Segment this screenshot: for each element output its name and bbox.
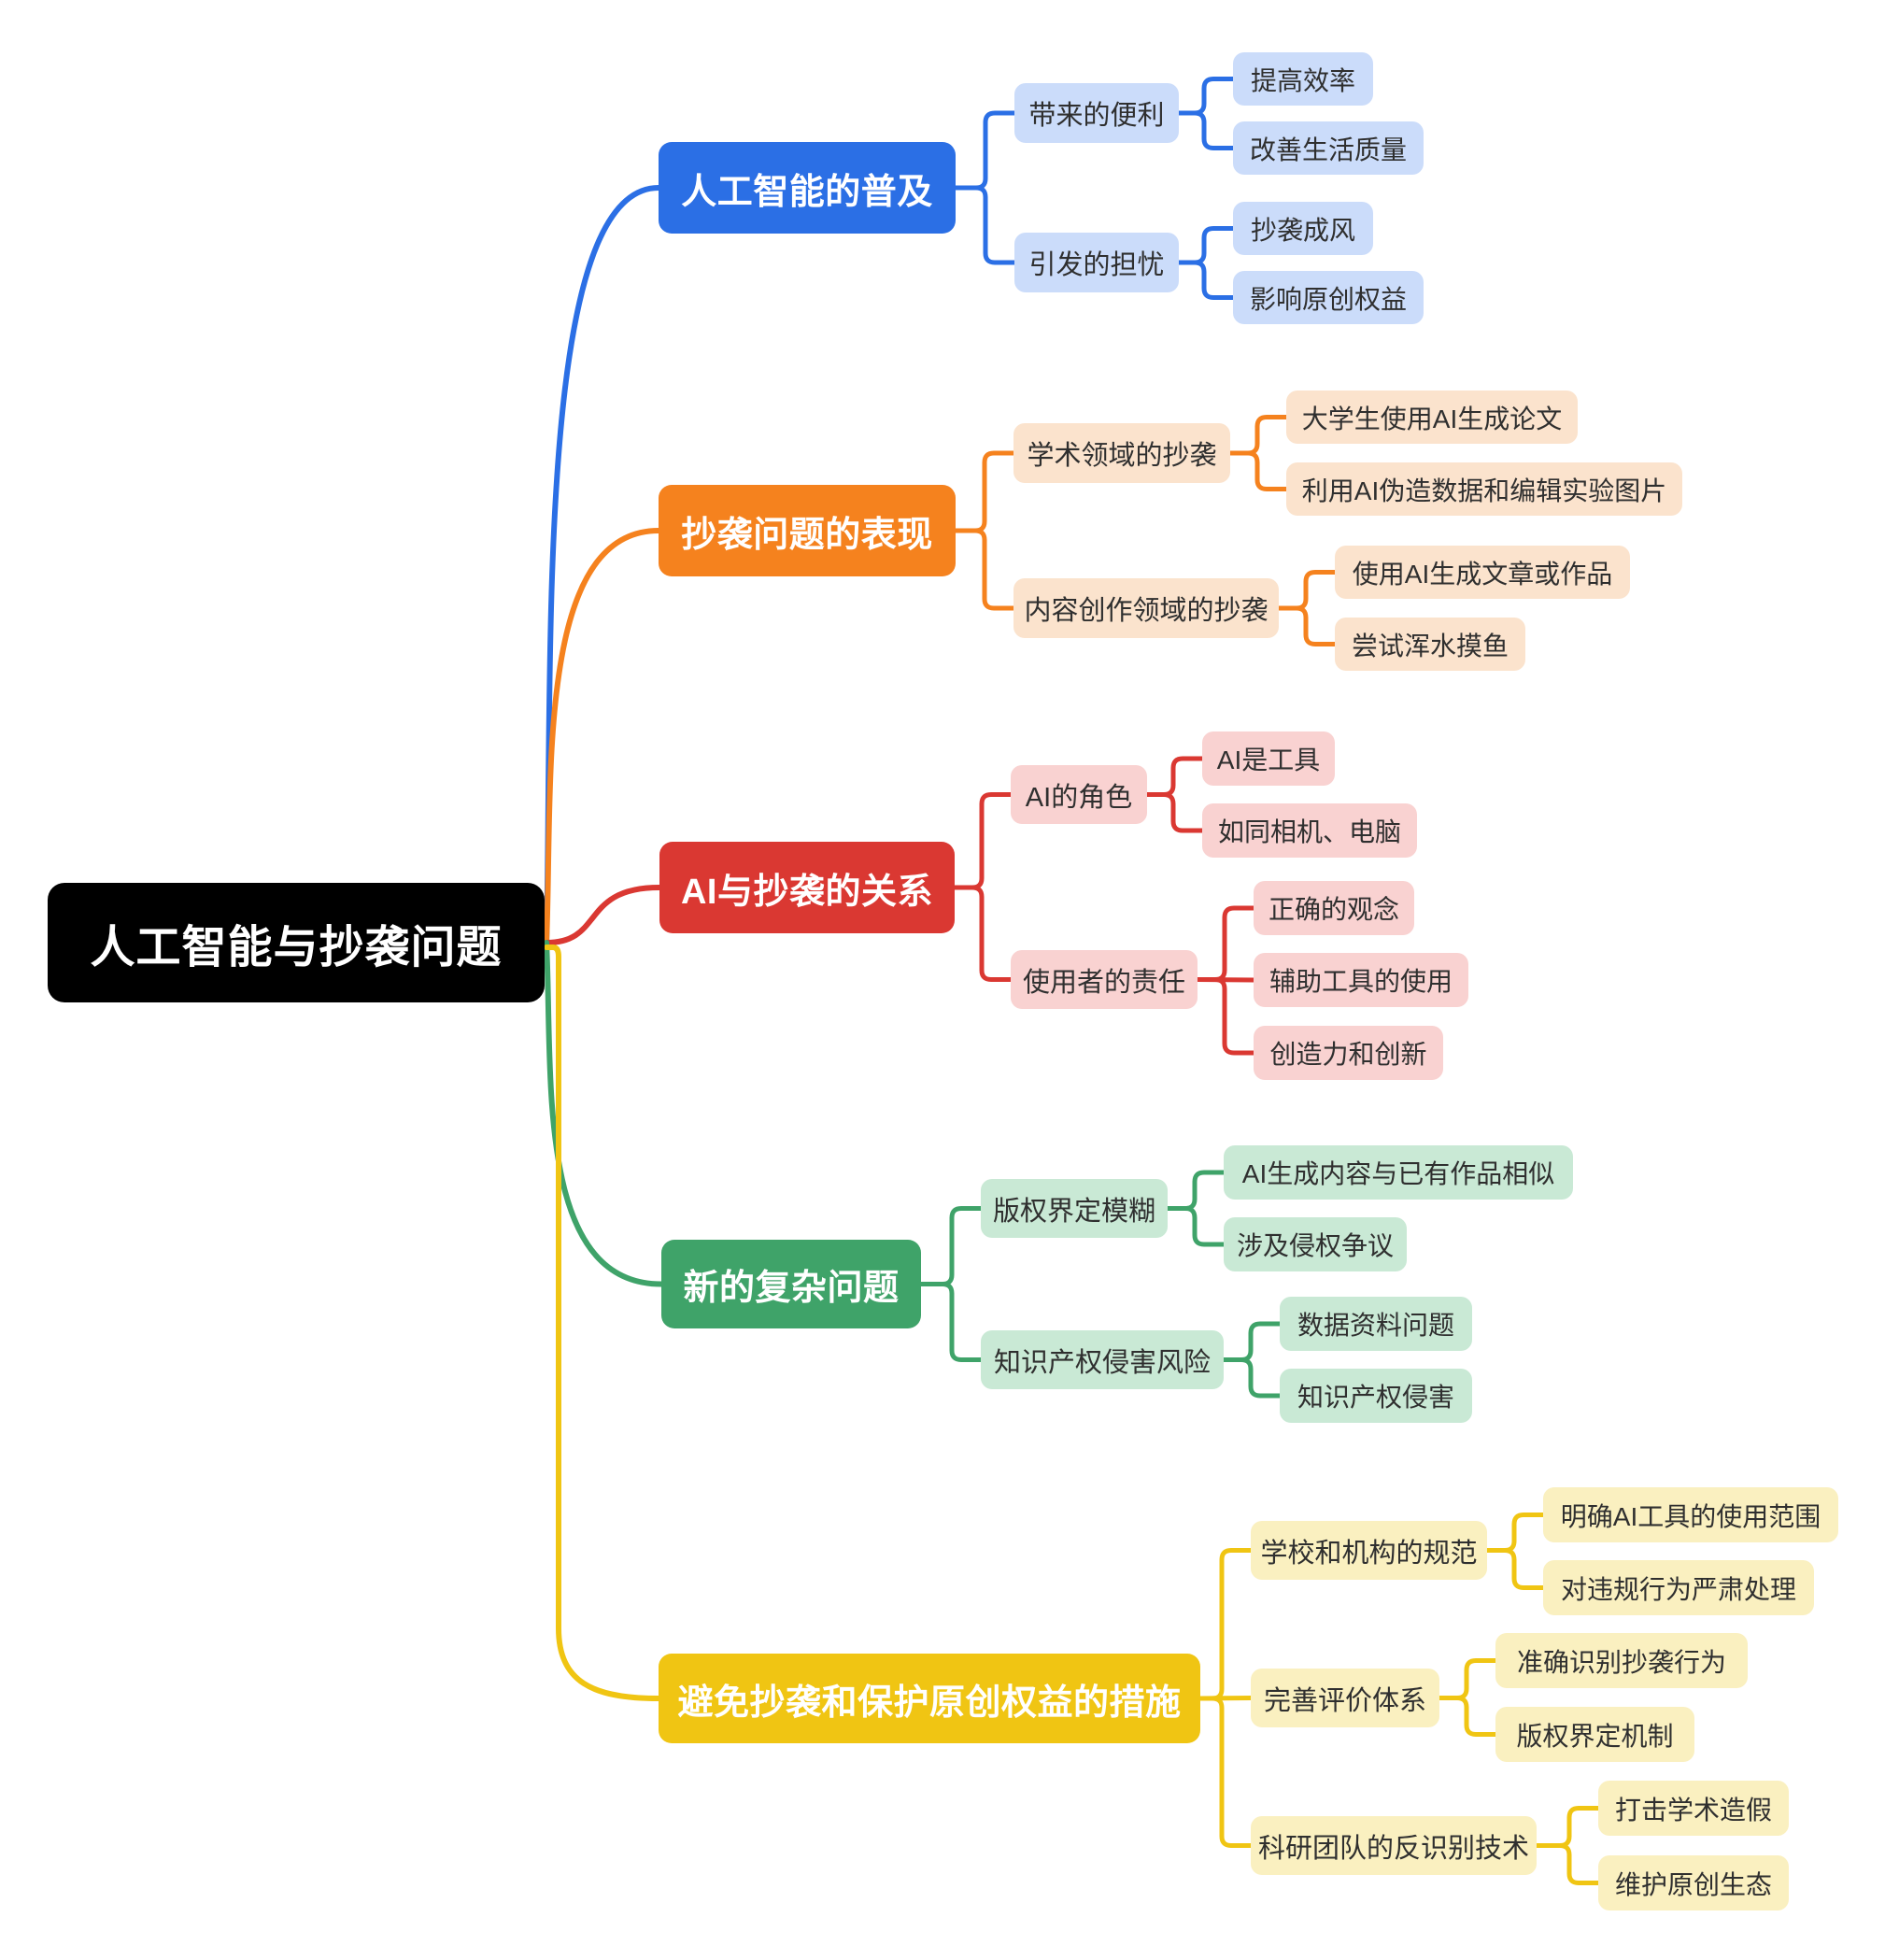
subtopic-plagiarism-manifestations-1-1[interactable]: 尝试浑水摸鱼: [1335, 618, 1525, 671]
connector-new-complex-problems-0-0: [1165, 1170, 1226, 1211]
subtopic-protection-measures-0-1[interactable]: 对违规行为严肃处理: [1543, 1560, 1814, 1615]
connector-ai-plagiarism-relationship-0-1: [1144, 792, 1205, 833]
subtopic-new-complex-problems-0[interactable]: 版权界定模糊: [981, 1179, 1168, 1238]
branch-new-complex-problems-topic[interactable]: 新的复杂问题: [661, 1240, 921, 1328]
connector-plagiarism-manifestations-0-1: [1227, 450, 1289, 491]
connector-central-plagiarism-manifestations: [544, 528, 661, 945]
connector-new-complex-problems-1-0: [1221, 1321, 1283, 1362]
connector-plagiarism-manifestations-1-1: [1276, 605, 1338, 646]
connector-ai-popularization-1-0: [1176, 226, 1236, 265]
subtopic-ai-plagiarism-relationship-0-1[interactable]: 如同相机、电脑: [1202, 803, 1417, 858]
subtopic-plagiarism-manifestations-0-1[interactable]: 利用AI伪造数据和编辑实验图片: [1286, 462, 1682, 516]
connector-ai-popularization-0-0: [1176, 77, 1236, 116]
connector-central-protection-measures: [544, 944, 661, 1701]
subtopic-protection-measures-2[interactable]: 科研团队的反识别技术: [1251, 1816, 1537, 1875]
subtopic-protection-measures-0[interactable]: 学校和机构的规范: [1251, 1521, 1487, 1580]
subtopic-ai-popularization-1-0[interactable]: 抄袭成风: [1233, 202, 1373, 255]
subtopic-ai-plagiarism-relationship-1-1[interactable]: 辅助工具的使用: [1254, 953, 1468, 1007]
connector-ai-plagiarism-relationship-0-0: [1144, 756, 1205, 797]
subtopic-protection-measures-1-1[interactable]: 版权界定机制: [1495, 1707, 1694, 1762]
subtopic-new-complex-problems-1-0[interactable]: 数据资料问题: [1280, 1297, 1472, 1351]
subtopic-ai-plagiarism-relationship-1-2[interactable]: 创造力和创新: [1254, 1026, 1443, 1080]
subtopic-ai-plagiarism-relationship-1-0[interactable]: 正确的观念: [1254, 881, 1414, 935]
connector-ai-plagiarism-relationship-1-0: [1195, 905, 1256, 982]
connector-protection-measures-0-1: [1484, 1548, 1546, 1590]
subtopic-ai-popularization-0-0[interactable]: 提高效率: [1233, 52, 1373, 106]
connector-ai-plagiarism-relationship-1: [952, 885, 1013, 982]
subtopic-ai-popularization-0-1[interactable]: 改善生活质量: [1233, 121, 1424, 175]
subtopic-plagiarism-manifestations-0-0[interactable]: 大学生使用AI生成论文: [1286, 391, 1578, 444]
connector-plagiarism-manifestations-0: [953, 450, 1016, 533]
connector-central-ai-popularization: [544, 185, 661, 945]
subtopic-protection-measures-1-0[interactable]: 准确识别抄袭行为: [1495, 1633, 1748, 1688]
subtopic-ai-popularization-1[interactable]: 引发的担忧: [1014, 233, 1179, 292]
subtopic-ai-plagiarism-relationship-0-0[interactable]: AI是工具: [1202, 731, 1335, 786]
subtopic-new-complex-problems-1[interactable]: 知识产权侵害风险: [981, 1330, 1224, 1389]
subtopic-new-complex-problems-1-1[interactable]: 知识产权侵害: [1280, 1369, 1472, 1423]
connector-ai-plagiarism-relationship-1-2: [1195, 977, 1256, 1056]
subtopic-ai-plagiarism-relationship-1[interactable]: 使用者的责任: [1011, 950, 1198, 1009]
subtopic-protection-measures-0-0[interactable]: 明确AI工具的使用范围: [1543, 1487, 1838, 1542]
subtopic-protection-measures-2-0[interactable]: 打击学术造假: [1598, 1781, 1789, 1836]
subtopic-protection-measures-1[interactable]: 完善评价体系: [1251, 1669, 1439, 1727]
connector-plagiarism-manifestations-1: [953, 528, 1016, 611]
subtopic-plagiarism-manifestations-0[interactable]: 学术领域的抄袭: [1013, 423, 1230, 483]
branch-protection-measures-topic[interactable]: 避免抄袭和保护原创权益的措施: [659, 1654, 1200, 1743]
connector-protection-measures-0-0: [1484, 1513, 1546, 1553]
subtopic-new-complex-problems-0-1[interactable]: 涉及侵权争议: [1224, 1217, 1407, 1271]
connector-ai-popularization-0-1: [1176, 110, 1236, 150]
subtopic-plagiarism-manifestations-1[interactable]: 内容创作领域的抄袭: [1013, 578, 1279, 638]
branch-plagiarism-manifestations-topic[interactable]: 抄袭问题的表现: [659, 485, 956, 576]
subtopic-ai-plagiarism-relationship-0[interactable]: AI的角色: [1011, 765, 1147, 824]
connector-ai-popularization-0: [953, 110, 1017, 191]
connector-central-ai-plagiarism-relationship: [544, 885, 662, 945]
connector-protection-measures-2-0: [1534, 1806, 1601, 1848]
connector-central-new-complex-problems: [544, 940, 664, 1287]
connector-protection-measures-2-1: [1534, 1843, 1601, 1885]
connector-plagiarism-manifestations-0-0: [1227, 415, 1289, 456]
connector-protection-measures-1-1: [1437, 1696, 1498, 1737]
branch-ai-popularization-topic[interactable]: 人工智能的普及: [659, 142, 956, 234]
connector-new-complex-problems-1: [918, 1282, 984, 1362]
subtopic-new-complex-problems-0-0[interactable]: AI生成内容与已有作品相似: [1224, 1145, 1573, 1200]
connector-ai-popularization-1: [953, 185, 1017, 265]
branch-ai-plagiarism-relationship-topic[interactable]: AI与抄袭的关系: [659, 842, 955, 933]
subtopic-ai-popularization-1-1[interactable]: 影响原创权益: [1233, 271, 1424, 324]
subtopic-protection-measures-2-1[interactable]: 维护原创生态: [1598, 1855, 1789, 1910]
connector-protection-measures-0: [1198, 1548, 1254, 1701]
central-topic[interactable]: 人工智能与抄袭问题: [48, 883, 545, 1002]
connector-protection-measures-2: [1198, 1696, 1254, 1848]
connector-new-complex-problems-0: [918, 1206, 984, 1286]
connector-ai-plagiarism-relationship-0: [952, 792, 1013, 890]
subtopic-ai-popularization-0[interactable]: 带来的便利: [1014, 83, 1179, 143]
connector-protection-measures-1-0: [1437, 1658, 1498, 1700]
connector-plagiarism-manifestations-1-0: [1276, 570, 1338, 611]
connector-new-complex-problems-0-1: [1165, 1206, 1226, 1247]
connector-ai-popularization-1-1: [1176, 260, 1236, 300]
connector-new-complex-problems-1-1: [1221, 1357, 1283, 1399]
subtopic-plagiarism-manifestations-1-0[interactable]: 使用AI生成文章或作品: [1335, 546, 1630, 599]
